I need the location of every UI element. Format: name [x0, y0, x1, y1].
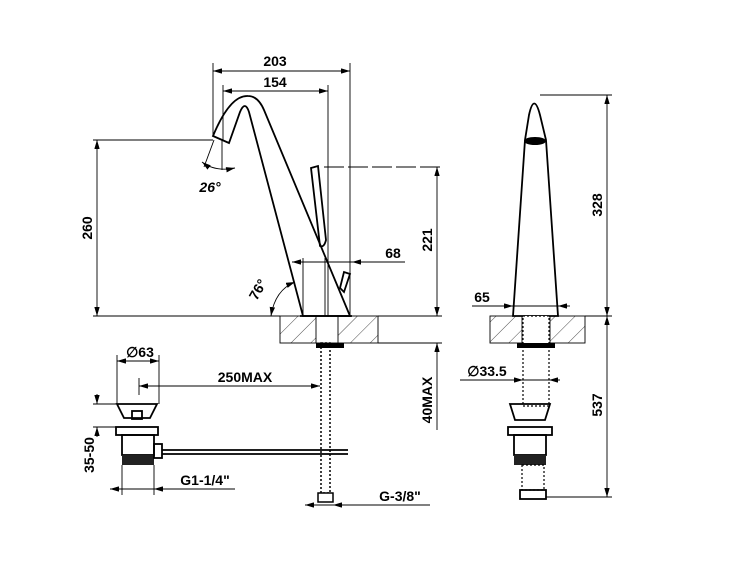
dim-203: 203	[263, 53, 287, 69]
angle-76: 76°	[245, 276, 269, 302]
dim-221: 221	[419, 228, 435, 252]
angle-26: 26°	[198, 179, 221, 195]
dim-250max: 250MAX	[218, 369, 273, 385]
waste-drawing	[115, 403, 348, 465]
dim-waste-diameter: ∅63	[126, 344, 154, 360]
thread-g-3-8: G-3/8"	[379, 488, 421, 504]
dim-35-50: 35-50	[81, 437, 97, 473]
dim-40max: 40MAX	[419, 376, 435, 423]
tap-body-side	[489, 102, 586, 500]
dim-68: 68	[385, 245, 401, 261]
hose-front	[316, 342, 344, 503]
thread-g1-1-4: G1-1/4"	[180, 472, 229, 488]
dim-154: 154	[263, 74, 287, 90]
dim-260: 260	[79, 216, 95, 240]
dim-537: 537	[589, 393, 605, 417]
countertop-front	[279, 315, 379, 344]
dim-33-5: ∅33.5	[467, 363, 507, 379]
dim-328: 328	[589, 193, 605, 217]
dimension-lines	[93, 63, 442, 508]
dim-65: 65	[474, 289, 490, 305]
tap-body-front	[211, 95, 352, 317]
side-dimension-lines	[460, 94, 612, 498]
